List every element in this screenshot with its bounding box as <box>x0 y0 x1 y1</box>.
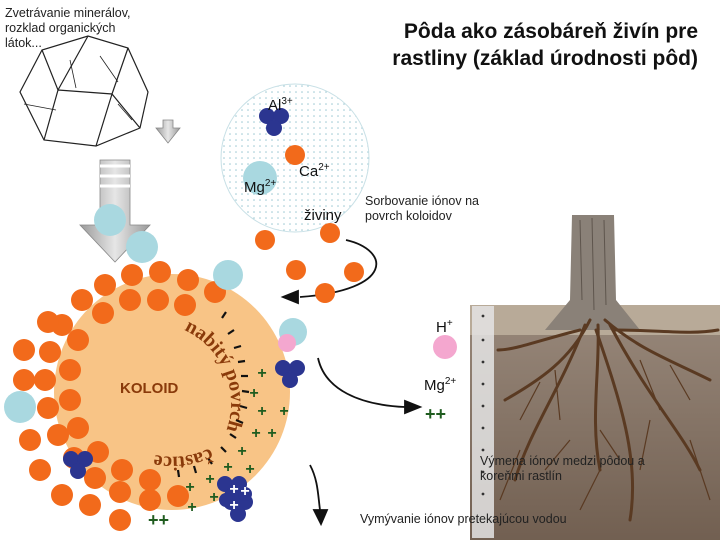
ion-label-mg-exchanged: Mg2+ <box>424 376 456 394</box>
orange-ion <box>111 459 133 481</box>
leaching-arrow <box>310 465 327 524</box>
plus-charge-icon: + <box>185 479 194 496</box>
orange-ion <box>119 289 141 311</box>
soil-profile <box>470 215 720 540</box>
navy-ion <box>70 463 86 479</box>
exchange-arrow <box>318 358 420 413</box>
pink-ion <box>278 334 296 352</box>
lightblue-ion <box>126 231 158 263</box>
exchanged-charge: ++ <box>425 404 446 425</box>
orange-ion <box>174 294 196 316</box>
leached-charge: ++ <box>148 510 169 531</box>
nutrients-label: živiny <box>304 207 342 224</box>
orange-ion <box>255 230 275 250</box>
ion-label-h: H+ <box>436 318 453 336</box>
orange-ion <box>67 329 89 351</box>
lightblue-ion <box>4 391 36 423</box>
orange-ion <box>94 274 116 296</box>
plus-charge-icon: + <box>209 489 218 506</box>
orange-ion <box>67 417 89 439</box>
colloid-label: KOLOID <box>120 380 178 397</box>
ion-label-ca: Ca2+ <box>299 162 330 180</box>
weathering-note: Zvetrávanie minerálov, rozklad organický… <box>5 6 155 51</box>
orange-ion <box>92 302 114 324</box>
page-title: Pôda ako zásobáreň živín pre rastliny (z… <box>358 18 698 72</box>
orange-ion <box>344 262 364 282</box>
plus-charge-icon: + <box>229 497 238 514</box>
orange-ion <box>34 369 56 391</box>
orange-ion <box>147 289 169 311</box>
navy-ion <box>282 372 298 388</box>
ion-label-mg: Mg2+ <box>244 178 276 196</box>
pink-ion <box>433 335 457 359</box>
orange-ion <box>29 459 51 481</box>
plus-charge-icon: + <box>251 425 260 442</box>
orange-ion <box>51 484 73 506</box>
orange-ion <box>149 261 171 283</box>
plus-charge-icon: + <box>205 471 214 488</box>
plus-charge-icon: + <box>229 481 238 498</box>
orange-ion <box>37 311 59 333</box>
orange-ion <box>71 289 93 311</box>
lightblue-ion <box>94 204 126 236</box>
leaching-note: Vymývanie iónov pretekajúcou vodou <box>360 512 620 527</box>
orange-ion <box>39 341 61 363</box>
plus-charge-icon: + <box>187 499 196 516</box>
exchange-note: Výmena iónov medzi pôdou a koreňmi rastl… <box>480 454 680 484</box>
orange-ion <box>139 469 161 491</box>
orange-ion <box>109 509 131 531</box>
orange-ion <box>59 359 81 381</box>
mineral-crystal-drawing <box>20 36 148 146</box>
orange-ion <box>19 429 41 451</box>
plus-charge-icon: + <box>257 365 266 382</box>
orange-ion <box>84 467 106 489</box>
ion-label-al: Al3+ <box>268 96 293 114</box>
plus-charge-icon: + <box>237 443 246 460</box>
plus-charge-icon: + <box>223 459 232 476</box>
plus-charge-icon: + <box>267 425 276 442</box>
orange-ion <box>59 389 81 411</box>
orange-ion <box>177 269 199 291</box>
orange-ion <box>320 223 340 243</box>
navy-ion <box>266 120 282 136</box>
lightblue-ion <box>213 260 243 290</box>
orange-ion <box>79 494 101 516</box>
orange-ion <box>315 283 335 303</box>
orange-ion <box>121 264 143 286</box>
orange-ion <box>13 369 35 391</box>
orange-ion <box>286 260 306 280</box>
orange-ion <box>139 489 161 511</box>
orange-ion <box>13 339 35 361</box>
sorption-note: Sorbovanie iónov na povrch koloidov <box>365 194 500 224</box>
plus-charge-icon: + <box>257 403 266 420</box>
plus-charge-icon: + <box>240 483 249 500</box>
orange-ion <box>47 424 69 446</box>
plus-charge-icon: + <box>245 461 254 478</box>
plus-charge-icon: + <box>249 385 258 402</box>
plus-charge-icon: + <box>279 403 288 420</box>
orange-ion <box>109 481 131 503</box>
orange-ion <box>37 397 59 419</box>
